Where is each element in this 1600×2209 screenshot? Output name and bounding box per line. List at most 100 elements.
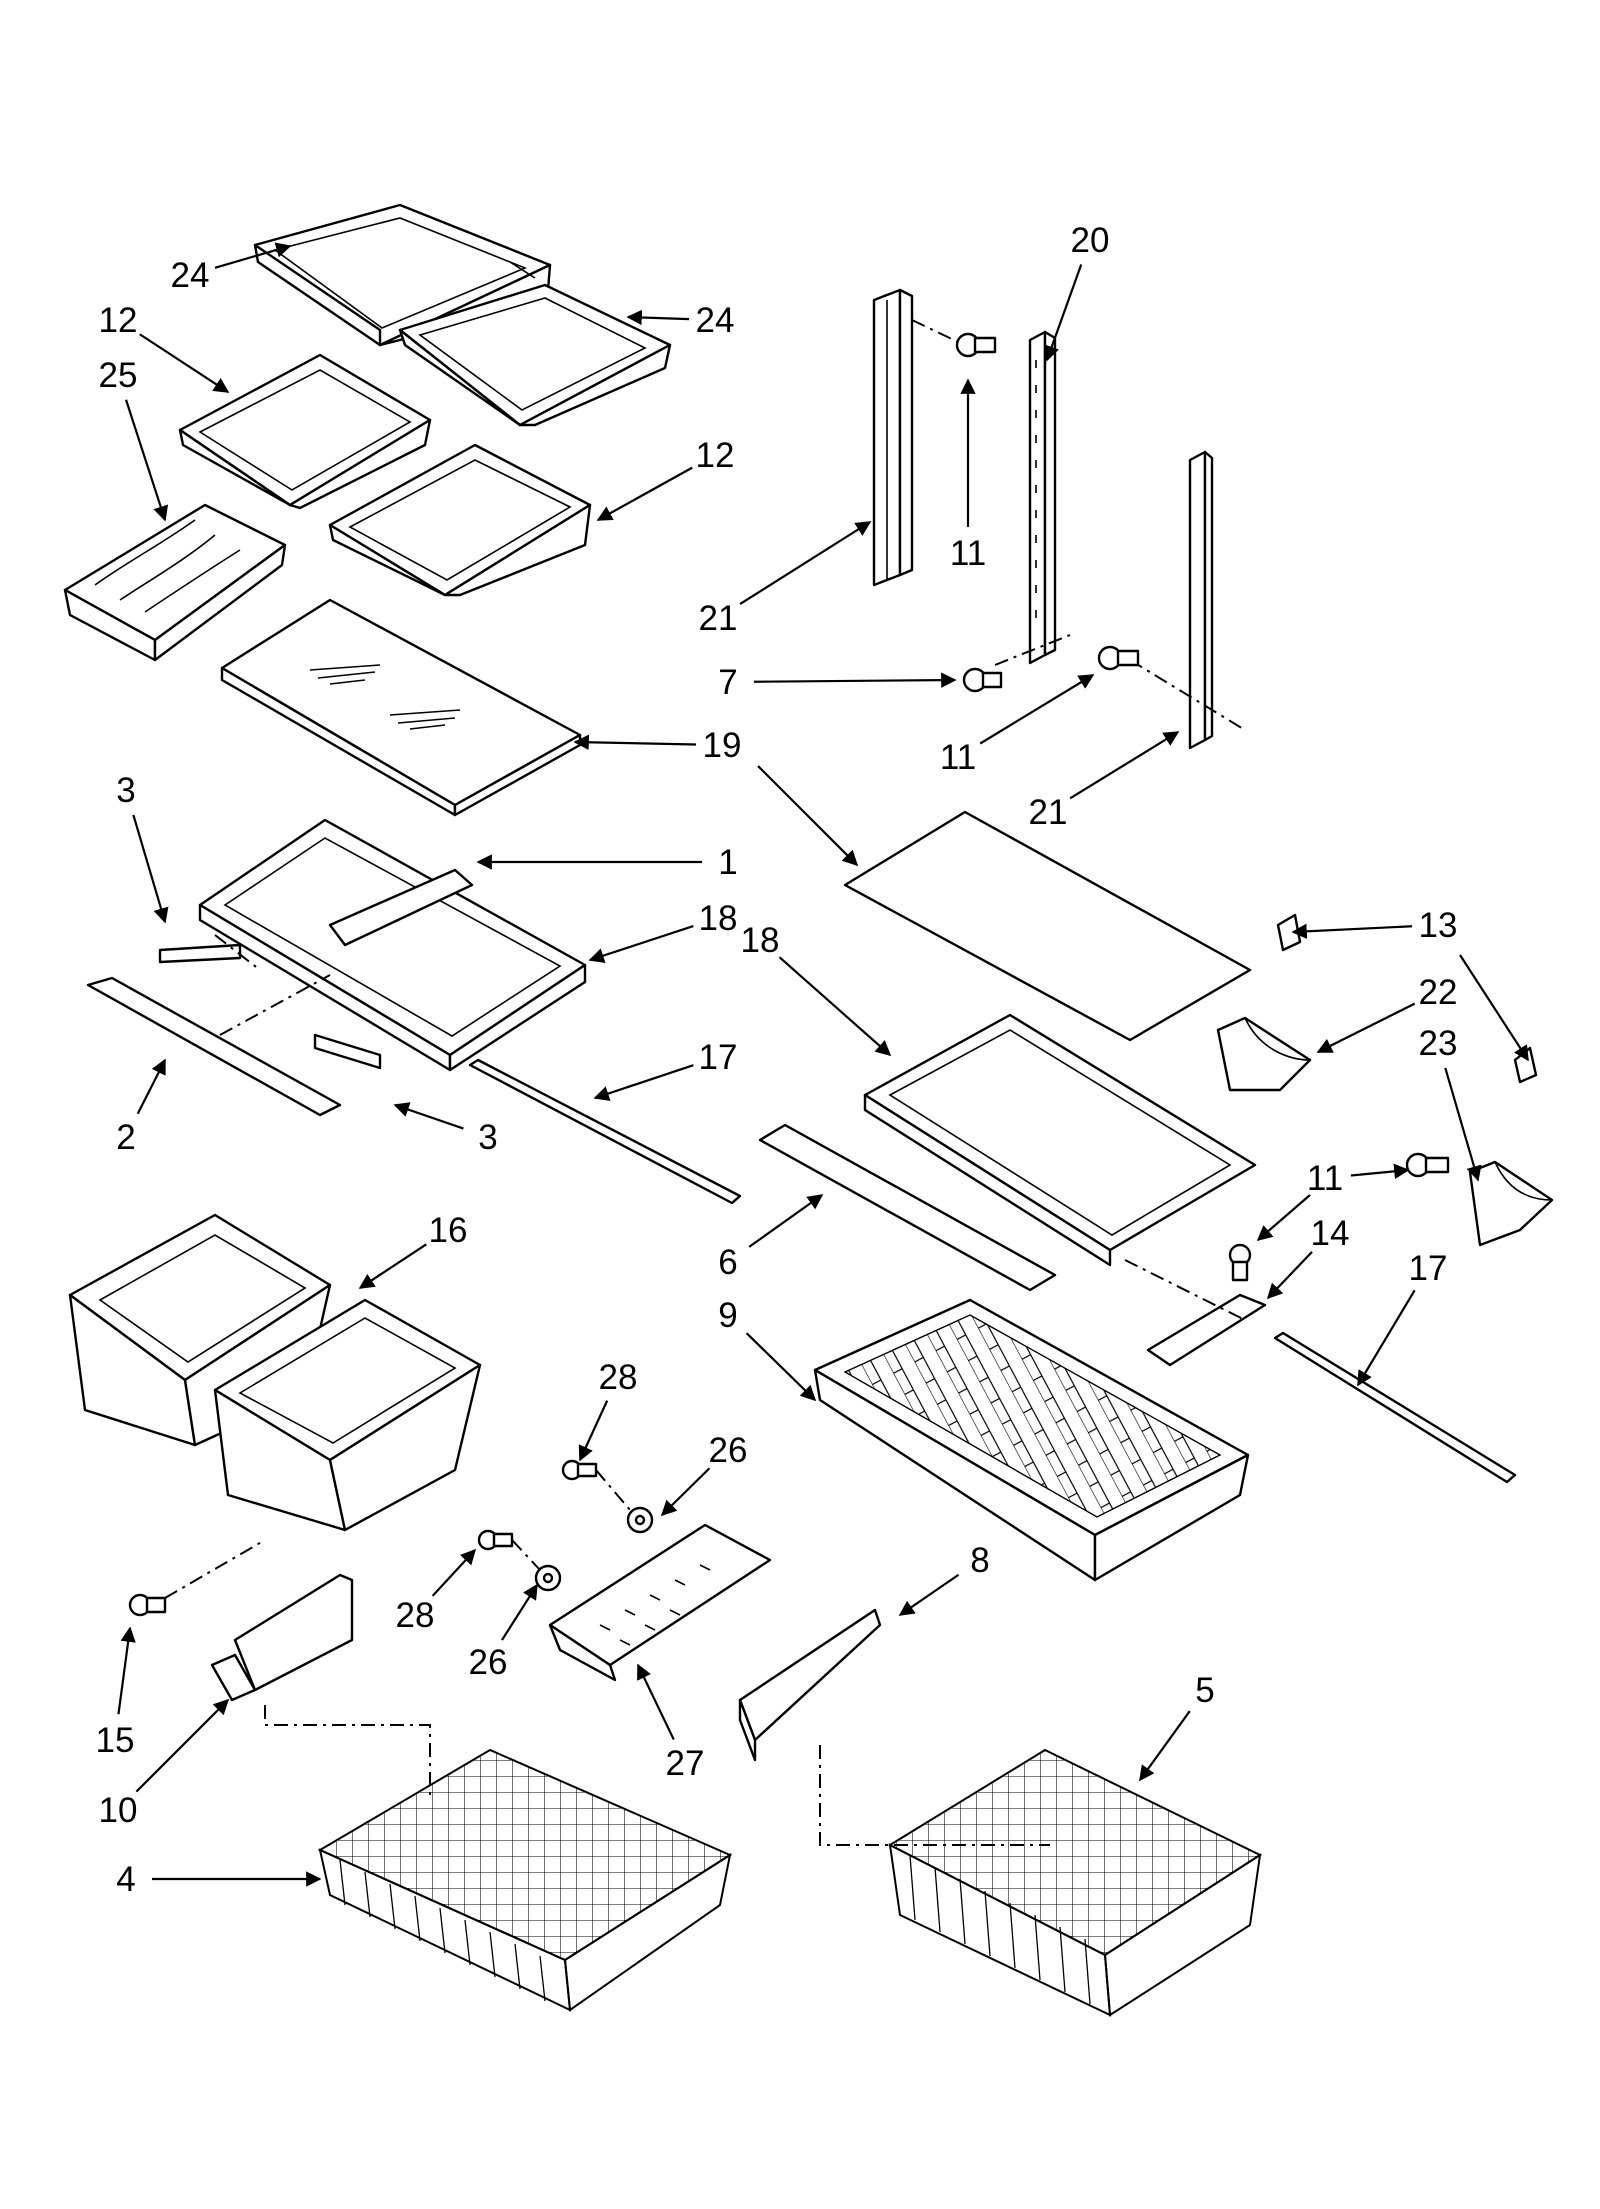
callout-label-c21b: 21 <box>1029 793 1068 832</box>
hinge-guide <box>1124 1259 1246 1321</box>
leader-c25 <box>124 399 169 522</box>
callout-label-c16: 16 <box>429 1211 468 1250</box>
callout-label-c7: 7 <box>718 663 737 702</box>
leader-c24b <box>626 309 690 326</box>
wire-basket-5 <box>887 1748 1263 2017</box>
basket-guide-left <box>264 1705 431 1800</box>
callout-label-c24a: 24 <box>171 256 210 295</box>
callout-label-c17b: 17 <box>1409 1249 1448 1288</box>
callout-label-c17a: 17 <box>699 1038 738 1077</box>
leader-c21a <box>739 521 872 606</box>
callout-label-c19: 19 <box>703 726 742 765</box>
bracket-22 <box>1216 1016 1312 1092</box>
leader-c2 <box>136 1058 166 1115</box>
leader-c16 <box>358 1243 427 1289</box>
callout-label-c18a: 18 <box>699 899 738 938</box>
crisper-frame-18-right <box>863 1013 1257 1267</box>
callout-label-c20: 20 <box>1071 221 1110 260</box>
leader-c7 <box>753 672 957 688</box>
crisper-control-1 <box>328 868 474 947</box>
callout-label-c28b: 28 <box>396 1596 435 1635</box>
leader-c12b <box>596 466 693 521</box>
egg-tray-25 <box>63 503 287 662</box>
callout-label-c11b: 11 <box>940 738 976 777</box>
callout-label-c12b: 12 <box>696 436 735 475</box>
divider-3-lower <box>313 1033 382 1070</box>
callout-label-c3b: 3 <box>478 1118 497 1157</box>
bracket-23 <box>1468 1160 1554 1247</box>
crisper-drawer-16-right <box>213 1298 482 1532</box>
callout-label-c12a: 12 <box>99 301 138 340</box>
shelf-12-lower <box>328 443 592 597</box>
callout-label-c26a: 26 <box>709 1431 748 1470</box>
leader-c10 <box>135 1698 230 1793</box>
divider-10 <box>210 1573 354 1702</box>
leader-c11b <box>979 674 1095 745</box>
leader-c18a <box>588 925 694 963</box>
leader-c27 <box>637 1663 675 1741</box>
rod-17-right <box>1273 1331 1517 1484</box>
callout-label-c27: 27 <box>666 1744 705 1783</box>
leader-c13 <box>1291 923 1413 940</box>
rod-17-left <box>468 1058 742 1205</box>
leader-c15 <box>117 1626 136 1715</box>
leader-c26a <box>660 1467 711 1517</box>
callout-label-c23: 23 <box>1419 1024 1458 1063</box>
crisper-cover-18-left <box>198 818 587 1072</box>
callout-label-c26b: 26 <box>469 1643 508 1682</box>
leader-c5 <box>1139 1710 1191 1782</box>
washer-26-upper <box>626 1506 654 1534</box>
callout-label-c3a: 3 <box>116 771 135 810</box>
screw-11-mid <box>1097 645 1140 671</box>
divider-guide <box>164 1539 266 1599</box>
rail-screw-guide-3 <box>1129 659 1246 731</box>
callout-label-c13: 13 <box>1419 906 1458 945</box>
callout-label-c4: 4 <box>116 1860 135 1899</box>
callout-label-c25: 25 <box>99 356 138 395</box>
leader-c17a <box>593 1064 694 1101</box>
callout-label-c11c: 11 <box>1307 1159 1343 1198</box>
leader-c22 <box>1316 1002 1416 1053</box>
screw-11-right <box>1405 1152 1450 1178</box>
leader-c11d <box>1256 1194 1311 1242</box>
leader-c28b <box>431 1548 477 1597</box>
leader-c24a <box>214 242 292 269</box>
leader-c13r <box>1459 954 1529 1062</box>
callout-label-c14: 14 <box>1311 1214 1350 1253</box>
leader-c3b <box>393 1102 464 1130</box>
screw-28-upper <box>561 1459 598 1481</box>
callout-label-c11a: 11 <box>950 534 986 573</box>
leader-c26b <box>501 1583 538 1641</box>
clip-13-lower <box>1513 1046 1538 1084</box>
leader-c20 <box>1044 264 1083 362</box>
rail-21-left <box>872 288 914 587</box>
washer-guide-upper <box>595 1469 631 1511</box>
screw-15 <box>128 1593 167 1617</box>
divider-3-upper <box>158 943 242 964</box>
leader-c23 <box>1444 1067 1482 1182</box>
callout-label-c24b: 24 <box>696 301 735 340</box>
leader-c11c <box>1350 1163 1410 1179</box>
callout-label-c10: 10 <box>99 1791 138 1830</box>
leader-c21b <box>1069 731 1180 800</box>
glass-shelf-19-left <box>220 598 582 817</box>
leader-c14 <box>1266 1251 1313 1300</box>
screw-11-top <box>955 332 997 358</box>
callout-label-c8: 8 <box>970 1541 989 1580</box>
wire-basket-4 <box>317 1748 733 2012</box>
leader-c19 <box>573 734 697 750</box>
callout-label-c2: 2 <box>116 1118 135 1157</box>
shelf-12-upper <box>178 353 432 510</box>
leader-c3a <box>132 814 169 924</box>
callout-label-c28a: 28 <box>599 1358 638 1397</box>
leader-c6 <box>748 1194 824 1248</box>
shelf-24-lower <box>398 283 672 427</box>
screw-11-hinge <box>1228 1243 1252 1282</box>
leader-c28a <box>578 1400 609 1462</box>
washer-26-lower <box>534 1564 562 1592</box>
divider-8 <box>738 1608 882 1762</box>
rail-20 <box>1028 330 1057 665</box>
cover-27 <box>548 1523 772 1682</box>
trim-2 <box>86 976 342 1117</box>
